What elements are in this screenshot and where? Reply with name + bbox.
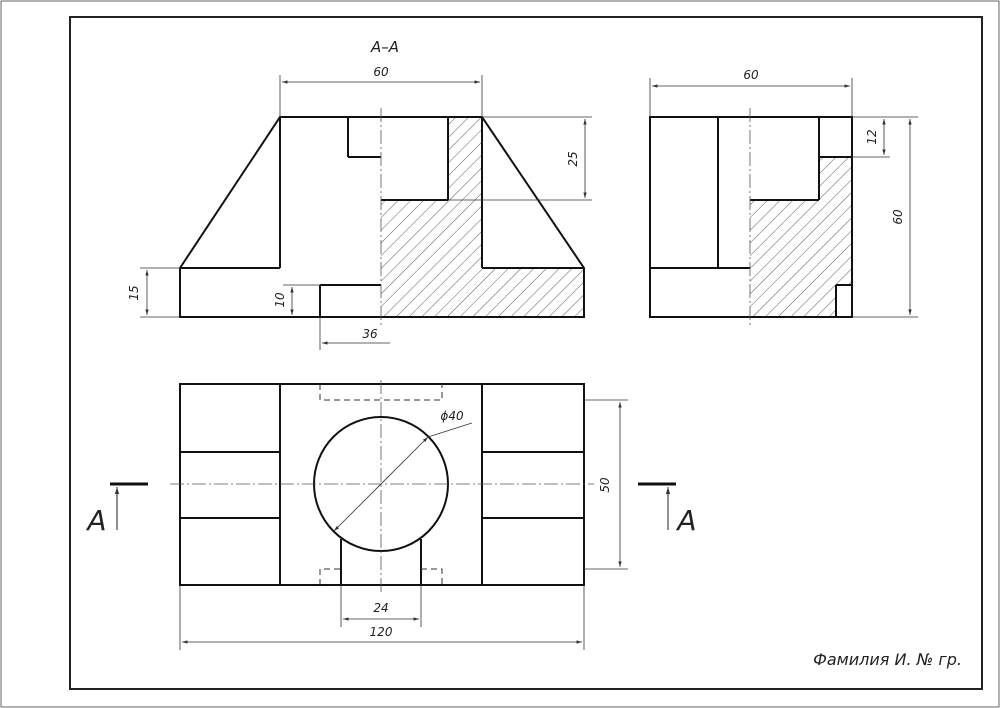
- dim-plan-hole-diameter: ϕ40: [440, 409, 464, 423]
- dim-plan-total-width: 120: [370, 625, 393, 639]
- dim-front-right-depth: 25: [566, 151, 580, 166]
- dim-front-bottom-step: 10: [273, 292, 287, 308]
- side-dimensions: [649, 78, 918, 318]
- inner-frame: [69, 16, 983, 690]
- dim-front-left-height: 15: [127, 285, 141, 300]
- side-view: [649, 108, 853, 327]
- dim-plan-slot-width: 24: [373, 601, 388, 615]
- dim-front-top-width: 60: [373, 65, 389, 79]
- dim-plan-height: 50: [598, 477, 612, 493]
- dim-side-height: 60: [891, 209, 905, 225]
- section-label: А–А: [370, 38, 399, 56]
- front-section-hatch: [381, 117, 584, 317]
- section-marker-right: А: [638, 482, 697, 537]
- front-dimensions: [140, 75, 592, 350]
- plan-dimensions: [179, 399, 628, 650]
- dim-side-small: 12: [865, 129, 879, 144]
- section-marker-left: А: [85, 482, 148, 537]
- dim-side-top-width: 60: [743, 68, 759, 82]
- dim-front-bottom-width: 36: [362, 327, 378, 341]
- plan-view: [170, 380, 594, 592]
- section-marker-left-letter: А: [85, 504, 106, 537]
- section-marker-right-letter: А: [675, 504, 696, 537]
- signature: Фамилия И. № гр.: [813, 650, 962, 669]
- side-section-hatch: [750, 157, 852, 317]
- front-section-view: [179, 108, 585, 327]
